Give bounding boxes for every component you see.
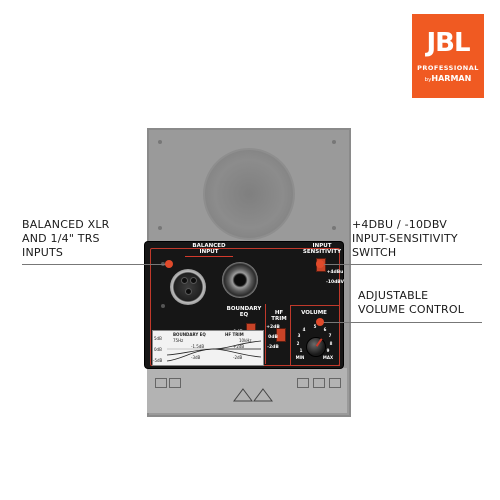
callout-dot-icon: [165, 260, 173, 268]
eq-m2-label: -2dB: [233, 355, 243, 360]
screw-icon: [158, 226, 162, 230]
volume-tick-label: 3: [297, 333, 301, 338]
eq-title2: HF TRIM: [225, 332, 244, 337]
plus4-label: +4dBu: [326, 270, 344, 275]
leader-line: [322, 264, 482, 265]
volume-max-label: MAX: [322, 355, 334, 360]
divider: [185, 256, 233, 257]
trs-input-jack[interactable]: [222, 262, 258, 298]
logo-harman: byHARMAN: [424, 74, 472, 83]
eq-m5db-label: -5dB: [153, 358, 163, 363]
eq-response-graph: BOUNDARY EQ HF TRIM 5dB 0dB -5dB 75Hz 10…: [152, 330, 264, 366]
callout-volume: ADJUSTABLE VOLUME CONTROL: [358, 289, 465, 316]
volume-tick-label: 6: [323, 327, 327, 332]
callout-dot-icon: [316, 260, 324, 268]
volume-tick-label: 8: [329, 341, 333, 346]
eq-75hz-label: 75Hz: [173, 338, 184, 343]
callout-dot-icon: [316, 318, 324, 326]
eq-m3-label: -3dB: [191, 355, 201, 360]
volume-min-label: MIN: [295, 355, 305, 360]
volume-knob[interactable]: [306, 337, 326, 357]
volume-tick-label: 9: [326, 348, 330, 353]
jbl-logo: JBL PROFESSIONAL byHARMAN: [412, 14, 484, 98]
hf-0-label: 0dB: [268, 335, 278, 340]
eq-5db-label: 5dB: [154, 336, 162, 341]
volume-tick-label: 5: [313, 324, 317, 329]
screw-icon: [161, 304, 165, 308]
certification-icon: [155, 378, 167, 388]
volume-tick-label: 2: [296, 341, 300, 346]
warning-triangle-icon: [253, 388, 273, 402]
callout-balanced-inputs: BALANCED XLR AND 1/4" TRS INPUTS: [22, 218, 110, 259]
volume-tick-label: 7: [328, 333, 332, 338]
eq-curves: [166, 340, 262, 362]
leader-line: [322, 322, 482, 323]
hf-p2-label: +2dB: [266, 325, 280, 330]
callout-input-sensitivity: +4DBU / -10DBV INPUT-SENSITIVITY SWITCH: [352, 218, 458, 259]
volume-frame: [290, 305, 340, 366]
screw-icon: [332, 226, 336, 230]
hf-trim-switch[interactable]: [276, 328, 286, 342]
minus10-label: -10dBV: [325, 280, 345, 285]
certification-icon: [169, 378, 181, 388]
eq-10khz-label: 10kHz: [239, 338, 252, 343]
screw-icon: [158, 140, 162, 144]
eq-0db-label: 0dB: [154, 347, 162, 352]
screw-icon: [332, 140, 336, 144]
eq-title: BOUNDARY EQ: [173, 332, 206, 337]
volume-label: VOLUME: [301, 310, 327, 316]
certification-icon: [297, 378, 309, 388]
volume-tick-label: 4: [302, 327, 306, 332]
hf-m2-label: -2dB: [267, 345, 279, 350]
logo-brand: JBL: [426, 28, 470, 58]
leader-line: [22, 264, 172, 265]
logo-professional: PROFESSIONAL: [417, 64, 479, 72]
certification-icon: [313, 378, 325, 388]
volume-tick-label: 1: [299, 348, 303, 353]
xlr-input-jack[interactable]: [170, 269, 206, 305]
eq-p2-label: +2dB: [233, 344, 245, 349]
rear-label-plate: [147, 368, 347, 413]
divider: [265, 304, 266, 364]
certification-icon: [329, 378, 341, 388]
port-woofer: [203, 148, 295, 240]
eq-m15-label: -1.5dB: [191, 344, 205, 349]
warning-triangle-icon: [233, 388, 253, 402]
